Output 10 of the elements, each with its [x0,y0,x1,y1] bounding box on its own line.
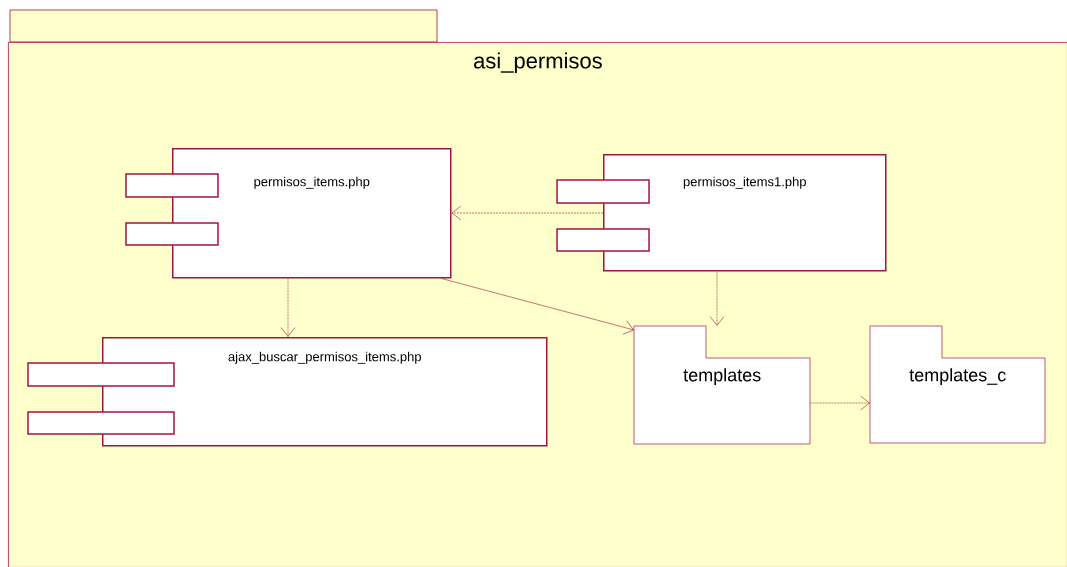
component-box: ajax_buscar_permisos_items.php [27,337,548,447]
arrow [709,271,725,326]
arrow [280,278,296,337]
component-box: permisos_items1.php [556,154,887,272]
arrow [810,395,870,411]
arrow [451,205,604,221]
component-box: permisos_items.php [125,148,452,279]
package-folder: templates_c [869,325,1046,444]
arrow [441,278,634,335]
package-folder: templates [633,325,811,445]
